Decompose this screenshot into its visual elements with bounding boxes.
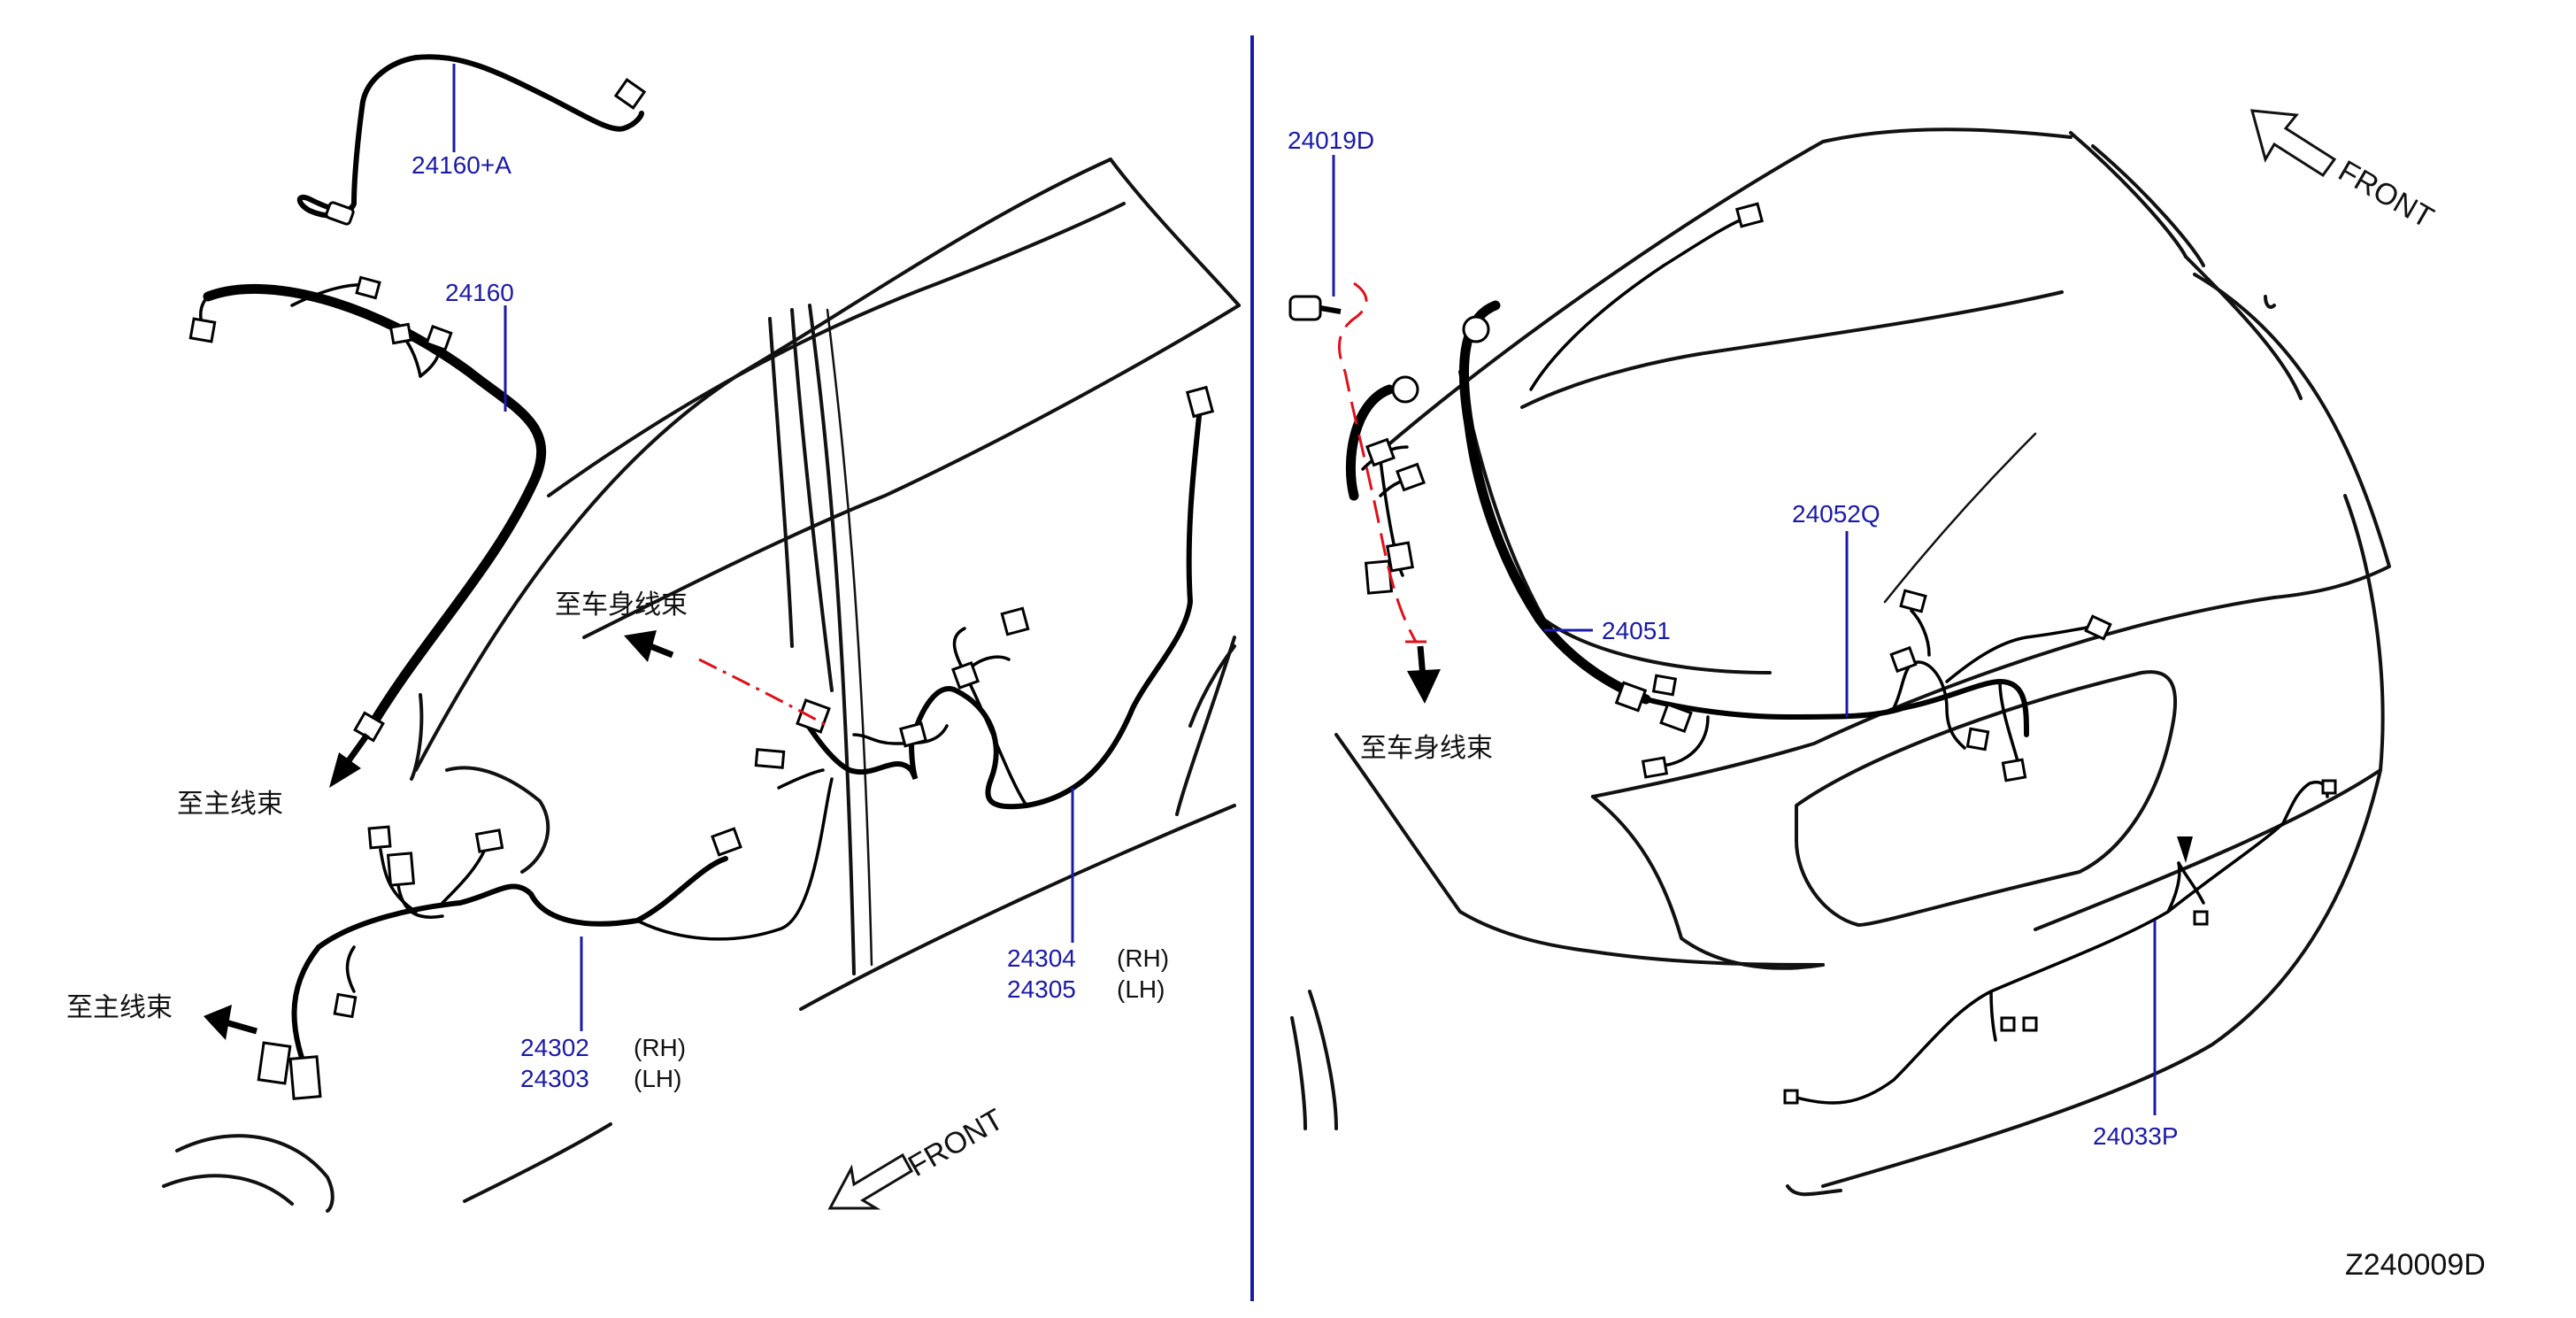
label-24052q: 24052Q (1792, 500, 1880, 528)
label-24033p: 24033P (2093, 1122, 2179, 1150)
label-24305: 24305 (1007, 975, 1076, 1003)
harness-24160a (296, 54, 647, 226)
label-24051: 24051 (1602, 617, 1671, 644)
harness-24302 (257, 768, 834, 1100)
label-lh-2: (LH) (1117, 975, 1165, 1003)
annotation-to-main-1: 至主线束 (177, 789, 283, 820)
label-rh-2: (RH) (1117, 944, 1169, 972)
harness-24052q (1614, 589, 2112, 782)
clip-24019d (1288, 295, 1342, 321)
label-24304: 24304 (1007, 944, 1076, 972)
annotation-to-body-1: 至车身线束 (555, 590, 688, 620)
right-panel-body-outline (1290, 127, 2391, 1197)
arrow-to-main-2 (204, 1005, 258, 1040)
arrow-to-main-1 (329, 732, 370, 788)
front-arrow-left (827, 1152, 914, 1210)
label-lh-1: (LH) (634, 1065, 681, 1092)
front-label-left: FRONT (903, 1102, 1009, 1183)
harness-24160 (188, 275, 546, 743)
label-24302: 24302 (520, 1034, 589, 1061)
harness-24033p (1783, 779, 2337, 1105)
annotation-to-main-2: 至主线束 (66, 992, 173, 1023)
label-rh-1: (RH) (634, 1034, 686, 1061)
label-24019d: 24019D (1288, 127, 1374, 154)
front-label-right: FRONT (2333, 154, 2439, 235)
label-24160a: 24160+A (411, 151, 511, 179)
routing-line-right (1337, 281, 1418, 643)
diagram-code: Z240009D (2345, 1248, 2486, 1282)
arrow-to-body-1 (624, 630, 674, 662)
label-24160: 24160 (445, 279, 514, 306)
front-arrow-right (2249, 109, 2337, 178)
harness-24051 (1345, 202, 1765, 705)
label-24303: 24303 (520, 1065, 589, 1092)
harness-24304 (754, 385, 1215, 810)
annotation-to-body-2: 至车身线束 (1360, 733, 1493, 764)
arrow-to-body-2 (1407, 645, 1441, 704)
left-panel-body-outline (162, 158, 1241, 1213)
routing-line-left (698, 658, 828, 728)
